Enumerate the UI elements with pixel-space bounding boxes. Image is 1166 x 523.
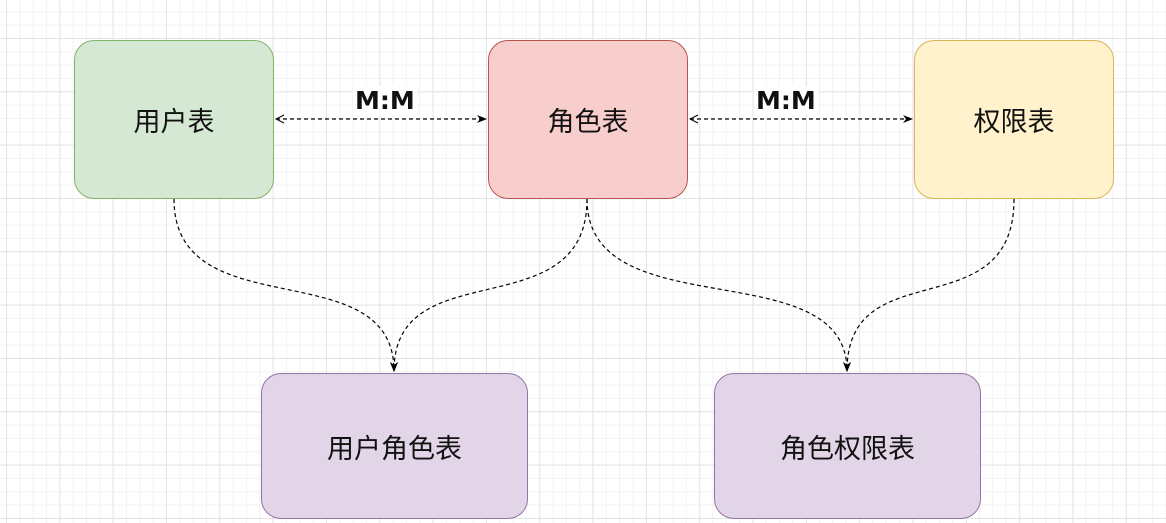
node-users-label: 用户表 [133, 107, 215, 138]
node-role-permissions-label: 角色权限表 [780, 433, 915, 465]
edge-permissions-rolepermissions [843, 198, 1015, 372]
node-roles-label: 角色表 [547, 107, 629, 138]
edge-roles-userroles [390, 198, 588, 372]
edge-roles-rolepermissions [586, 198, 851, 372]
node-user-roles-label: 用户角色表 [327, 433, 462, 465]
node-roles[interactable]: 角色表 [488, 40, 688, 199]
node-user-roles[interactable]: 用户角色表 [261, 373, 528, 519]
node-role-permissions[interactable]: 角色权限表 [714, 373, 981, 519]
node-users[interactable]: 用户表 [74, 40, 274, 199]
edge-label-roles-permissions: M:M [754, 86, 818, 115]
edge-label-users-roles: M:M [353, 86, 417, 115]
edge-users-userroles [173, 198, 398, 372]
node-permissions[interactable]: 权限表 [914, 40, 1114, 199]
node-permissions-label: 权限表 [973, 107, 1055, 138]
